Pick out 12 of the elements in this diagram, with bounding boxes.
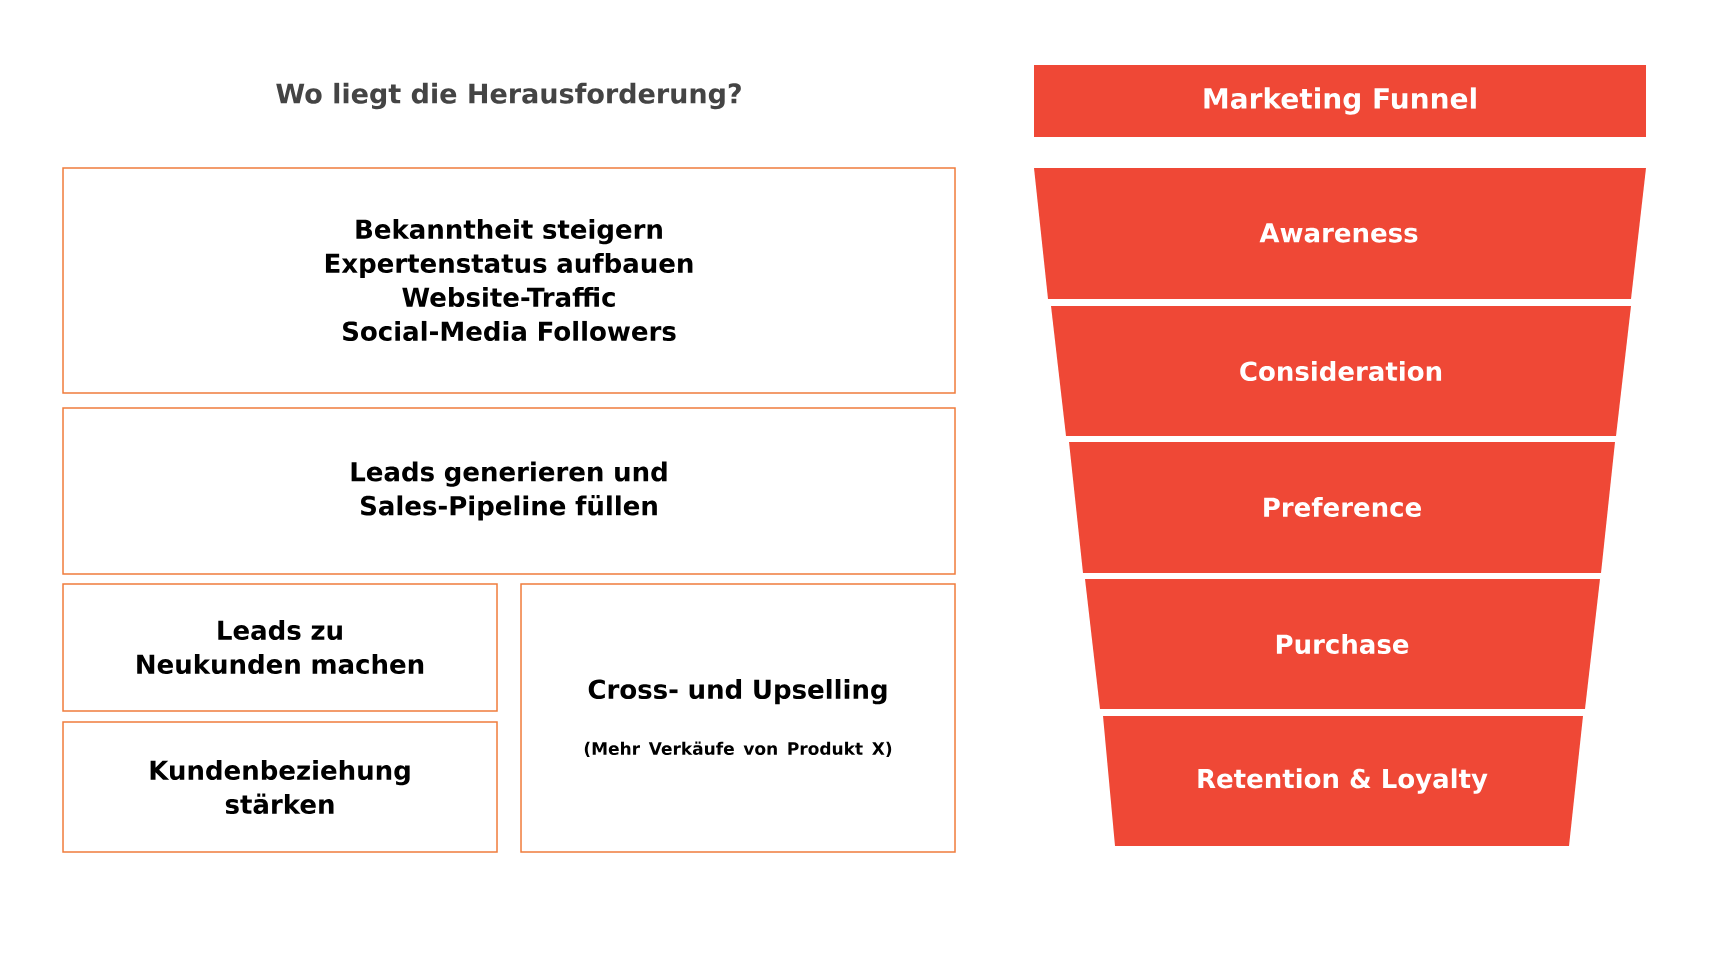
heading: Wo liegt die Herausforderung? bbox=[276, 82, 741, 110]
text-box: Leads generieren und Sales-Pipeline füllen bbox=[62, 407, 956, 575]
text-box: Kundenbeziehung stärken bbox=[62, 721, 498, 853]
header-bar: Marketing Funnel bbox=[1034, 65, 1646, 137]
funnel-stage: Consideration bbox=[1051, 306, 1631, 436]
text-box: Bekanntheit steigern Expertenstatus aufbauen Website-Traffic Social-Media Followers bbox=[62, 167, 956, 394]
funnel-stage: Retention & Loyalty bbox=[1103, 716, 1583, 846]
funnel-stage: Preference bbox=[1069, 442, 1615, 573]
text-box: Cross- und Upselling (Mehr Verkäufe von Produkt X) bbox=[520, 583, 956, 853]
text-box: Leads zu Neukunden machen bbox=[62, 583, 498, 712]
funnel-stage: Awareness bbox=[1034, 168, 1646, 299]
funnel-stage: Purchase bbox=[1085, 579, 1600, 709]
